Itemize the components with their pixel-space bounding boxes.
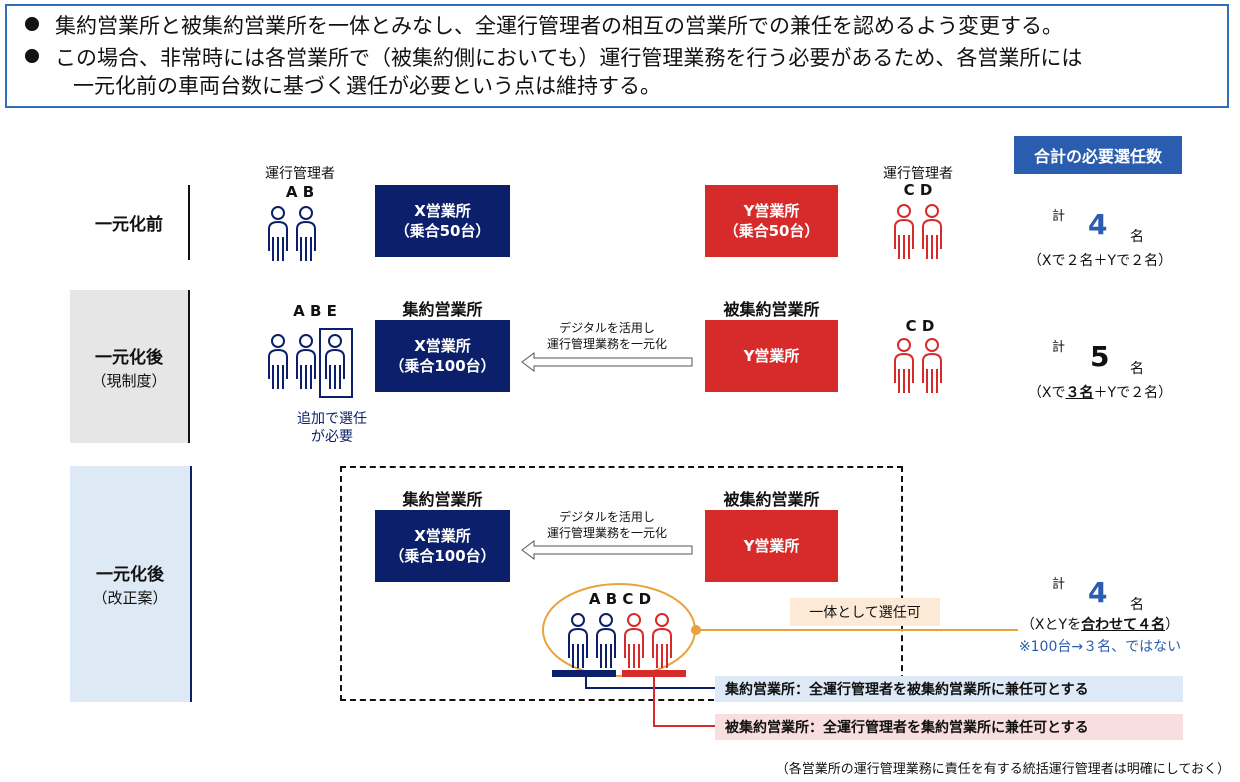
office-x-before: X営業所 （乗合50台） (375, 185, 510, 257)
total-kei-before: 計 (1052, 209, 1066, 224)
total-note2-proposal: ※100台→３名、ではない (1018, 639, 1182, 655)
row-label-before: 一元化前 (70, 185, 190, 260)
total-num-current: 5 (1090, 340, 1110, 373)
total-kei-current: 計 (1052, 340, 1066, 355)
total-unit-current: 名 (1130, 361, 1144, 377)
bullet-dot-icon (25, 17, 39, 31)
manager-letters-cd-current: C D (905, 317, 935, 335)
arrow-left-icon (521, 352, 693, 372)
total-unit-proposal: 名 (1130, 597, 1144, 613)
summary-bullet-2: この場合、非常時には各営業所で（被集約側においても）運行管理業務を行う必要がある… (25, 44, 1082, 72)
row-label-current: 一元化後 （現制度） (70, 290, 190, 443)
x-staff-bar (552, 670, 616, 677)
arrow-caption-proposal: デジタルを活用し 運行管理業務を一元化 (546, 510, 667, 540)
row-label-proposal: 一元化後 （改正案） (70, 466, 192, 702)
persons-abcd-icon (568, 613, 672, 669)
caption-shuyaku-current: 集約営業所 (402, 300, 483, 319)
manager-letters-cd: C D (903, 181, 933, 199)
persons-cd-current-icon (894, 338, 942, 394)
bullet-dot-icon (25, 49, 39, 63)
caption-hishuyaku-proposal: 被集約営業所 (723, 490, 820, 509)
total-note-before: （Xで２名＋Yで２名） (1027, 253, 1173, 269)
total-title-badge: 合計の必要選任数 (1014, 136, 1182, 174)
office-x-proposal: X営業所 （乗合100台） (375, 510, 510, 582)
note-connectors (585, 676, 715, 727)
note-shuyaku: 集約営業所：全運行管理者を被集約営業所に兼任可とする (715, 676, 1183, 702)
note-hishuyaku: 被集約営業所：全運行管理者を集約営業所に兼任可とする (715, 714, 1183, 740)
summary-bullet-2-cont: 一元化前の車両台数に基づく選任が必要という点は維持する。 (73, 74, 661, 98)
total-note-current: （Xで３名＋Yで２名） (1027, 385, 1173, 401)
manager-caption-right: 運行管理者 (883, 166, 953, 182)
footer-note: （各営業所の運行管理業務に責任を有する統括運行管理者は明確にしておく） (775, 762, 1230, 777)
arrow-left-icon (521, 540, 693, 560)
office-x-current: X営業所 （乗合100台） (375, 320, 510, 392)
total-unit-before: 名 (1130, 229, 1144, 245)
total-num-before: 4 (1088, 208, 1108, 241)
office-y-proposal: Y営業所 (705, 510, 838, 582)
caption-shuyaku-proposal: 集約営業所 (402, 490, 483, 509)
manager-letters-abe: A B E (293, 302, 337, 320)
arrow-caption-current: デジタルを活用し 運行管理業務を一元化 (546, 321, 667, 351)
summary-bullet-1: 集約営業所と被集約営業所を一体とみなし、全運行管理者の相互の営業所での兼任を認め… (25, 12, 1063, 40)
total-num-proposal: 4 (1088, 576, 1108, 609)
total-kei-proposal: 計 (1052, 577, 1066, 592)
office-y-before: Y営業所 （乗合50台） (705, 185, 838, 257)
y-staff-bar (622, 670, 686, 677)
caption-hishuyaku-current: 被集約営業所 (723, 300, 820, 319)
manager-letters-abcd: A B C D (588, 590, 652, 608)
joint-label: 一体として選任可 (790, 598, 940, 626)
joint-connector-line (691, 625, 1018, 635)
total-note-proposal: （XとYを合わせて４名） (1020, 617, 1180, 633)
unified-group-frame (340, 466, 903, 701)
manager-caption-left: 運行管理者 (265, 166, 335, 182)
add-note: 追加で選任 が必要 (297, 411, 367, 445)
added-manager-highlight (319, 328, 353, 398)
persons-ab-icon (268, 206, 316, 262)
persons-cd-icon (894, 204, 942, 260)
summary-box: 集約営業所と被集約営業所を一体とみなし、全運行管理者の相互の営業所での兼任を認め… (5, 4, 1229, 108)
office-y-current: Y営業所 (705, 320, 838, 392)
manager-letters-ab: A B (285, 183, 315, 201)
